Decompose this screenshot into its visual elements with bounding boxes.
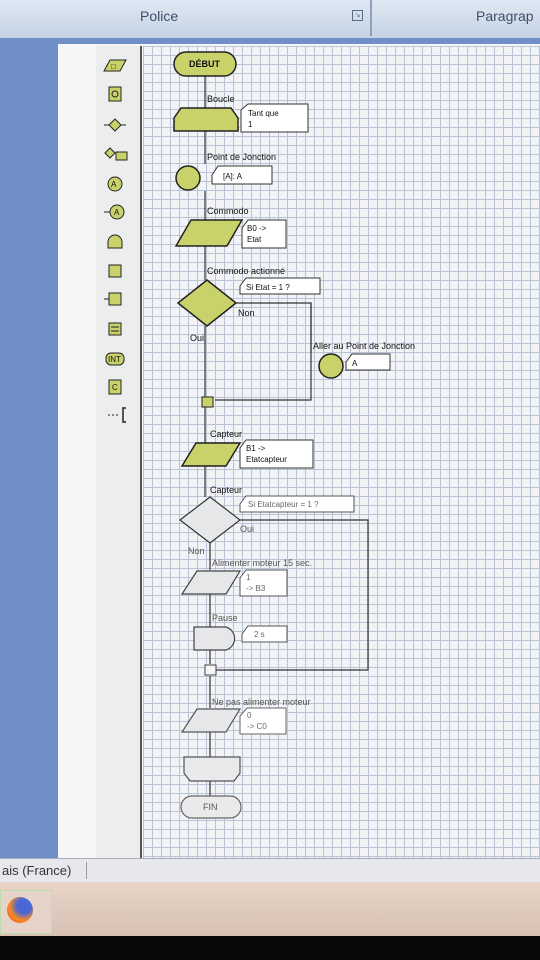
junction-param-text: [A]: A [223,172,243,181]
goto-param-box[interactable]: A [345,353,391,371]
process-box-icon[interactable] [108,264,122,278]
commodo-yes-label: Oui [190,333,204,343]
junction-branch-icon[interactable] [104,147,128,161]
delay-dome-icon[interactable] [107,234,123,249]
process-box-alt-icon[interactable] [104,292,122,306]
goto-param-text: A [352,359,358,368]
motor-off-io-block[interactable] [180,708,242,733]
commodo-param-line2: Etat [247,235,262,244]
status-bar: ais (France) [0,858,540,883]
goto-caption: Aller au Point de Jonction [313,341,415,351]
commodo-caption: Commodo [207,206,249,216]
sensor-decision[interactable] [179,496,241,544]
commodo-condition-box[interactable]: Si Etat = 1 ? [239,277,321,295]
ribbon-divider [370,0,372,36]
loop-param-box[interactable]: Tant que 1 [240,103,309,133]
flow-connectors [204,76,369,796]
sensor-condition-text: Si Etatcapteur = 1 ? [248,500,319,509]
motor-on-param-box[interactable]: 1 -> B3 [239,569,288,597]
start-terminal[interactable]: DÉBUT [173,51,237,77]
call-c-icon[interactable]: C [108,379,122,395]
commodo-io-block[interactable] [174,219,244,247]
pause-caption: Pause [212,613,238,623]
interrupt-label: INT [108,355,121,364]
firefox-icon [7,897,33,923]
ribbon-group-paragraph[interactable]: Paragrap [476,8,534,24]
svg-text:□: □ [111,62,116,71]
sensor-param-line1: B1 -> [246,444,266,453]
ribbon: Police ↘ Paragrap [0,0,540,38]
merge-node-2[interactable] [204,664,217,676]
subroutine-icon[interactable] [108,86,122,102]
end-label: FIN [203,802,218,812]
motor-off-param-line2: -> C0 [247,722,267,731]
goto-circle-icon[interactable]: A [104,204,125,220]
start-label: DÉBUT [189,59,221,69]
commodo-decision[interactable] [176,279,238,327]
io-parallelogram-icon[interactable]: □ [103,59,127,72]
loop-param-line2: 1 [248,120,253,129]
motor-on-io-block[interactable] [180,570,242,595]
commodo-test-caption: Commodo actionné [207,266,285,276]
sensor-condition-box[interactable]: Si Etatcapteur = 1 ? [239,495,355,513]
junction-caption: Point de Jonction [207,152,276,162]
motor-on-param-line1: 1 [246,573,251,582]
jump-circle-icon[interactable]: A [107,176,123,192]
motor-off-caption: Ne pas alimenter moteur [212,697,311,707]
status-divider [86,862,87,879]
firefox-taskbar-button[interactable] [0,890,52,934]
commodo-param-line1: B0 -> [247,224,267,233]
loop-block[interactable] [173,107,239,132]
goto-circle[interactable] [318,353,344,379]
sensor-no-label: Non [188,546,205,556]
motor-off-param-box[interactable]: 0 -> C0 [239,707,287,735]
end-terminal[interactable]: FIN [180,795,242,819]
loop-caption: Boucle [207,94,235,104]
sensor-yes-label: Oui [240,524,254,534]
dialog-launcher-icon[interactable]: ↘ [352,10,363,21]
sensor-io-block[interactable] [180,442,242,467]
sensor-param-box[interactable]: B1 -> Etatcapteur [239,439,314,469]
call-c-label: C [112,383,118,392]
sensor-test-caption: Capteur [210,485,242,495]
junction-param-box[interactable]: [A]: A [211,165,273,185]
taskbar [0,882,540,936]
language-indicator[interactable]: ais (France) [2,863,72,878]
pause-param-text: 2 s [254,630,265,639]
equal-box-icon[interactable] [108,322,122,336]
motor-on-param-line2: -> B3 [246,584,266,593]
motor-off-param-line1: 0 [247,711,252,720]
pause-param-box[interactable]: 2 s [241,625,288,643]
motor-on-caption: Alimenter moteur 15 sec. [212,558,312,568]
loop-param-line1: Tant que [248,109,279,118]
svg-text:A: A [114,208,120,217]
svg-text:A: A [111,180,117,189]
comment-bracket-icon[interactable] [108,407,126,423]
commodo-param-box[interactable]: B0 -> Etat [241,219,287,249]
sensor-caption: Capteur [210,429,242,439]
commodo-condition-text: Si Etat = 1 ? [246,283,290,292]
sensor-param-line2: Etatcapteur [246,455,287,464]
pause-delay-block[interactable] [193,626,236,651]
merge-node-1[interactable] [201,396,214,408]
commodo-no-label: Non [238,308,255,318]
junction-circle[interactable] [175,165,201,191]
ribbon-group-font[interactable]: Police [140,8,179,24]
decision-diamond-icon[interactable] [104,118,126,132]
loop-end-block[interactable] [183,756,241,782]
monitor-bezel [0,936,540,960]
interrupt-icon[interactable]: INT [105,352,125,366]
